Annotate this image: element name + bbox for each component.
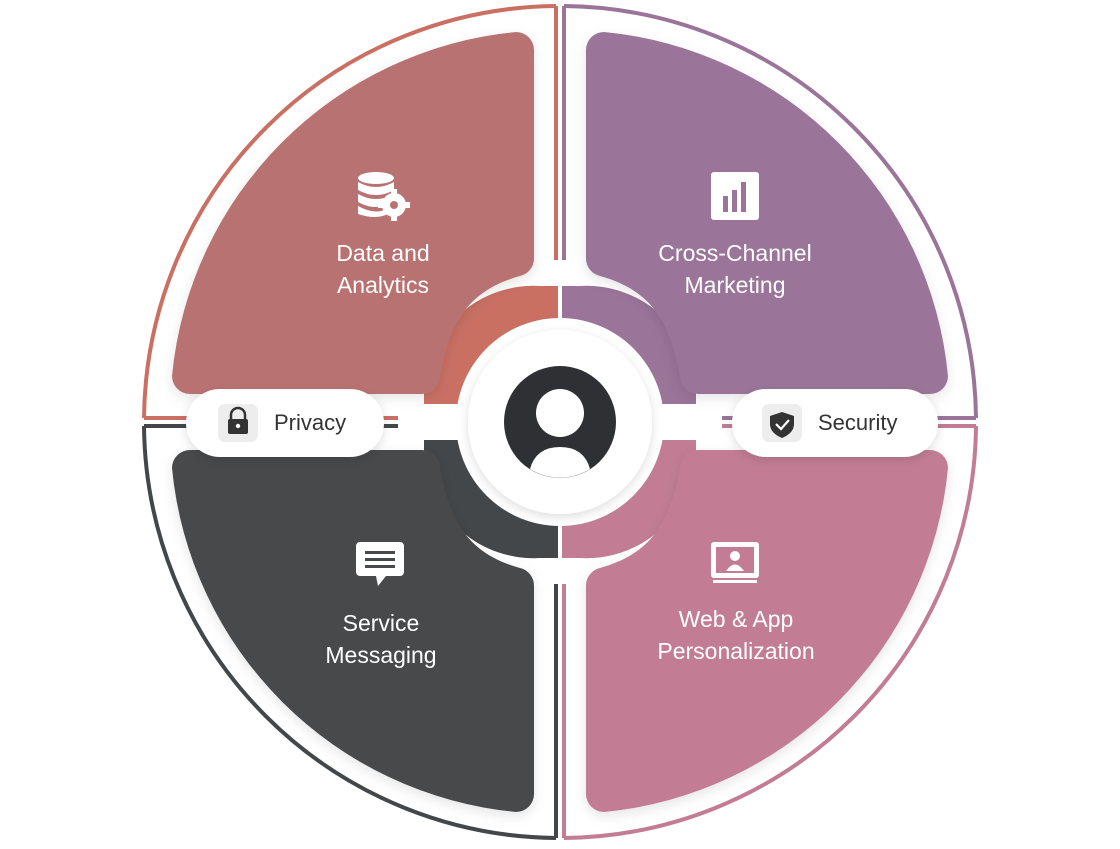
outer-ring [142,4,978,840]
quadrant-label-personalization-line1: Web & App [679,606,794,632]
database-gear-icon [358,172,410,221]
quadrant-service-messaging[interactable] [172,450,535,812]
quadrant-label-marketing-line2: Marketing [685,272,786,298]
quadrant-label-messaging-line1: Service [343,610,420,636]
security-pill[interactable]: Security [732,389,938,457]
quadrant-label-messaging-line2: Messaging [325,642,436,668]
user-avatar-icon [504,366,616,478]
quadrant-web-app-personalization[interactable] [585,450,948,812]
ring-arc-top-left [142,4,557,419]
privacy-label: Privacy [274,410,346,435]
center-hub [468,330,652,514]
lock-icon [218,404,258,442]
quadrant-label-marketing-line1: Cross-Channel [658,240,811,266]
shield-check-icon [762,404,802,442]
chat-message-icon [356,542,404,586]
ring-arc-bottom-left [142,425,557,840]
bar-chart-icon [711,172,759,220]
quadrant-label-data-line1: Data and [336,240,429,266]
user-profile-card-icon [711,542,759,583]
ring-arc-bottom-right [563,425,978,840]
quadrant-panels [172,32,948,812]
quadrant-cross-channel-marketing[interactable] [585,32,948,394]
quadrant-label-data-line2: Analytics [337,272,429,298]
security-label: Security [818,410,897,435]
quadrant-data-analytics[interactable] [172,32,535,394]
ring-arc-top-right [563,4,978,419]
privacy-pill[interactable]: Privacy [186,389,384,457]
quadrant-label-personalization-line2: Personalization [657,638,814,664]
